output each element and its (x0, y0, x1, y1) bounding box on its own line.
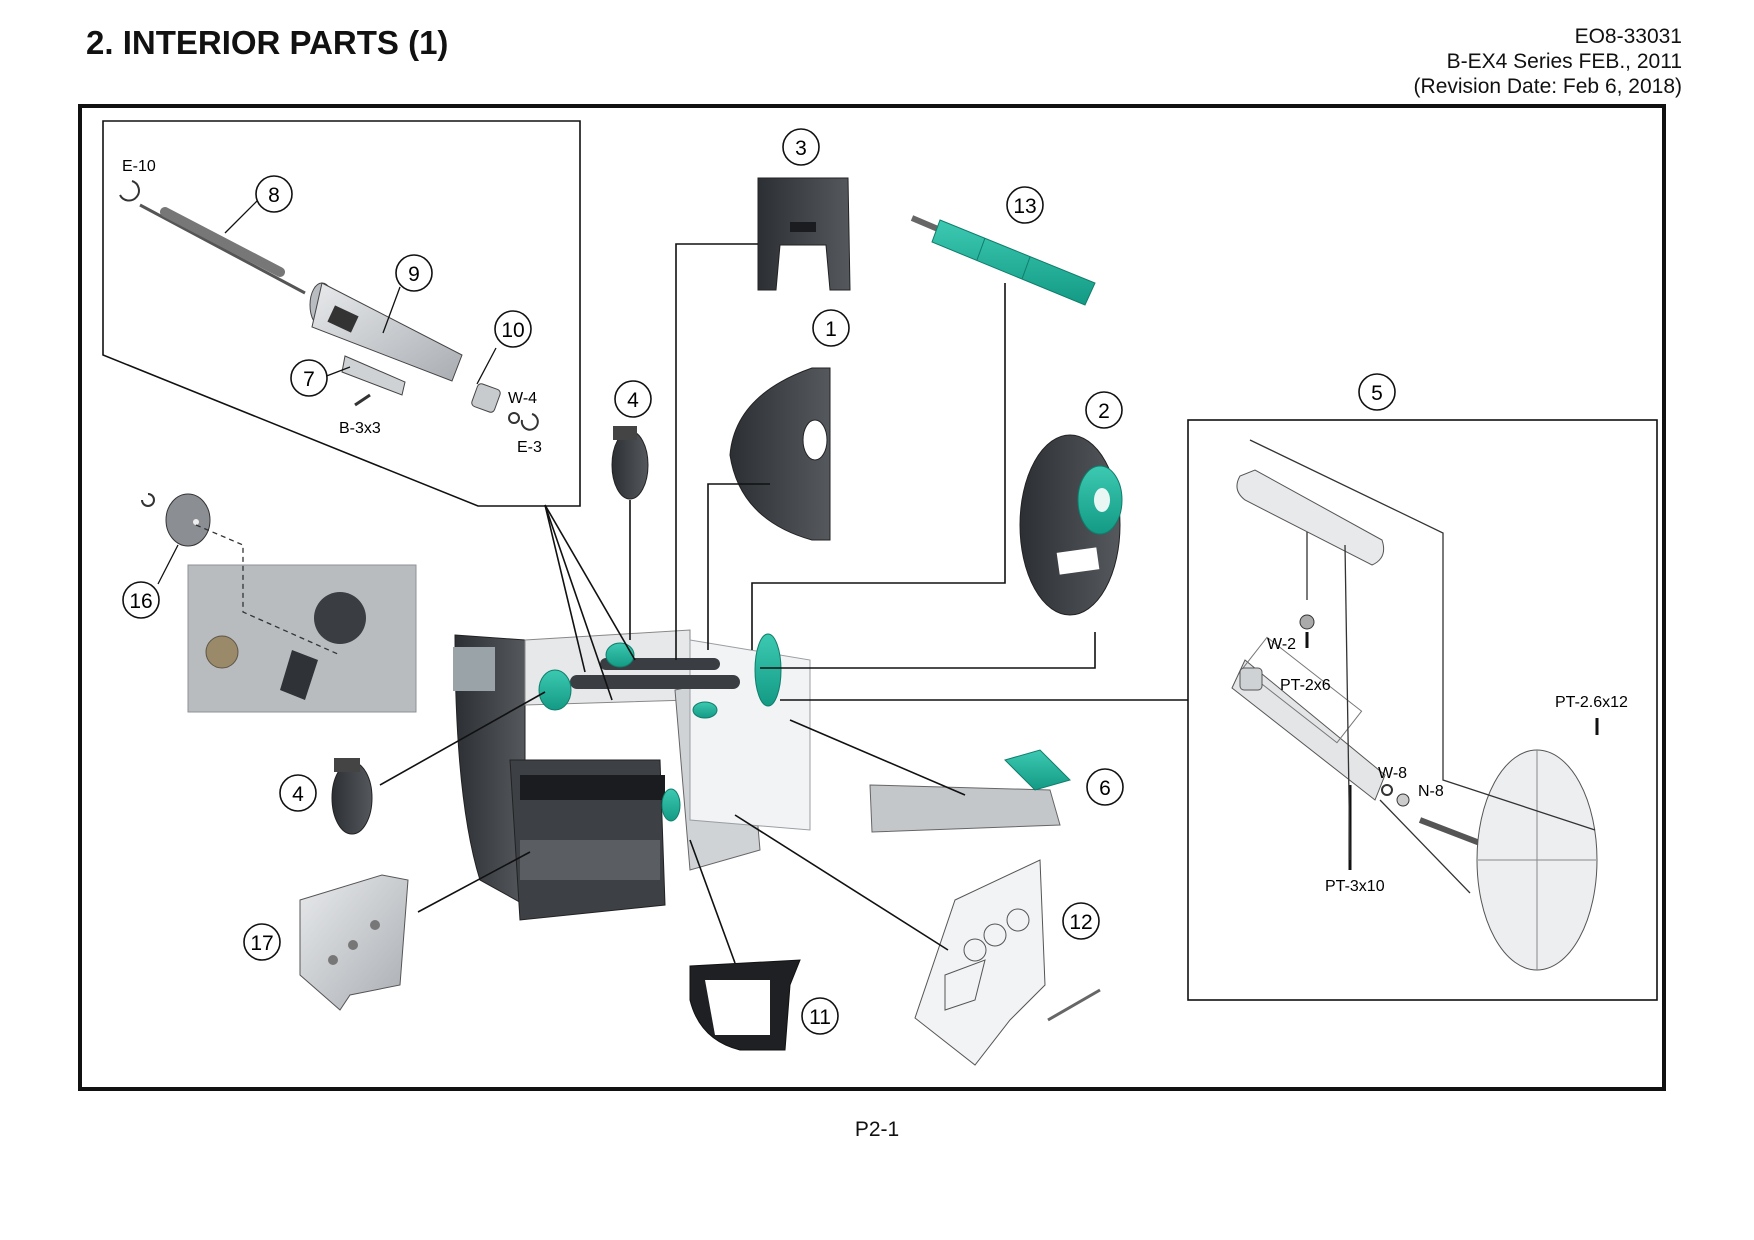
svg-text:4: 4 (292, 783, 304, 806)
inset-part-5-box (1187, 419, 1658, 1001)
callout-part-3: 3 (782, 128, 820, 166)
bracket-part-7 (341, 355, 406, 396)
svg-text:11: 11 (809, 1006, 831, 1029)
label-b-3x3: B-3x3 (339, 420, 381, 437)
svg-text:1: 1 (825, 318, 837, 341)
callout-part-1: 1 (812, 309, 850, 347)
flange-part-1 (729, 367, 831, 541)
page-number: P2-1 (854, 1118, 900, 1141)
revision-date: (Revision Date: Feb 6, 2018) (1413, 75, 1682, 98)
label-pt-2x6: PT-2x6 (1280, 677, 1331, 694)
roller-part-13 (910, 215, 1096, 306)
svg-text:4: 4 (627, 389, 639, 412)
tension-knob-part-4-top (611, 426, 649, 500)
label-w-8: W-8 (1378, 765, 1407, 782)
label-e-3: E-3 (517, 439, 542, 456)
svg-text:17: 17 (250, 932, 273, 955)
svg-text:9: 9 (408, 263, 420, 286)
label-pt-2-6x12: PT-2.6x12 (1555, 694, 1628, 711)
svg-text:13: 13 (1013, 195, 1036, 218)
callout-part-11: 11 (801, 997, 839, 1035)
collar-part-10 (471, 383, 501, 413)
callout-part-8: 8 (255, 175, 293, 213)
document-reference: EO8-33031 B-EX4 Series FEB., 2011 (Revis… (1414, 24, 1682, 99)
spindle-part-9 (309, 282, 463, 382)
photo-leader (195, 524, 341, 656)
leader-lines (379, 243, 1188, 964)
label-w-4: W-4 (508, 390, 537, 407)
svg-text:7: 7 (303, 368, 315, 391)
doc-number: EO8-33031 (1574, 25, 1682, 48)
label-pt-3x10: PT-3x10 (1325, 878, 1385, 895)
svg-text:12: 12 (1069, 911, 1092, 934)
svg-text:3: 3 (795, 137, 807, 160)
e-ring-e3 (520, 413, 539, 431)
callout-part-6: 6 (1086, 768, 1124, 806)
svg-text:5: 5 (1371, 382, 1383, 405)
callout-part-9: 9 (395, 254, 433, 292)
callout-part-16: 16 (122, 581, 160, 619)
svg-text:10: 10 (501, 319, 524, 342)
label-w-2: W-2 (1267, 636, 1296, 653)
inset-5-leader-lines (1249, 439, 1596, 894)
tension-knob-part-4-left (331, 758, 373, 835)
svg-text:16: 16 (129, 590, 152, 613)
printer-body (453, 629, 811, 921)
page-title: 2. INTERIOR PARTS (1) (86, 24, 449, 61)
plate-part-17 (299, 874, 409, 1011)
shaft-part-8 (119, 180, 306, 295)
diagram-frame (78, 104, 1666, 1091)
callout-part-7: 7 (290, 359, 328, 397)
flange-part-2 (1019, 434, 1123, 616)
label-n-8: N-8 (1418, 783, 1444, 800)
callout-part-10: 10 (494, 310, 532, 348)
knob-part-16 (141, 493, 211, 547)
series-date: B-EX4 Series FEB., 2011 (1446, 50, 1682, 73)
svg-text:8: 8 (268, 184, 280, 207)
bracket-part-11 (689, 959, 801, 1051)
washer-w4 (508, 412, 520, 424)
svg-text:2: 2 (1098, 400, 1110, 423)
ribbon-shaft-part-5 (1231, 469, 1599, 971)
holder-part-3 (757, 177, 851, 291)
callout-part-4-top: 4 (614, 380, 652, 418)
callout-part-5: 5 (1358, 373, 1396, 411)
number-leader-lines (157, 199, 497, 585)
callout-part-4-left: 4 (279, 774, 317, 812)
callout-part-12: 12 (1062, 902, 1100, 940)
side-plate-part-12 (914, 859, 1101, 1066)
inset-callout-box (102, 120, 581, 507)
svg-text:6: 6 (1099, 777, 1111, 800)
label-e-10: E-10 (122, 158, 156, 175)
callout-part-17: 17 (243, 923, 281, 961)
callout-part-13: 13 (1006, 186, 1044, 224)
sensor-arm-part-6 (869, 749, 1071, 833)
callout-part-2: 2 (1085, 391, 1123, 429)
